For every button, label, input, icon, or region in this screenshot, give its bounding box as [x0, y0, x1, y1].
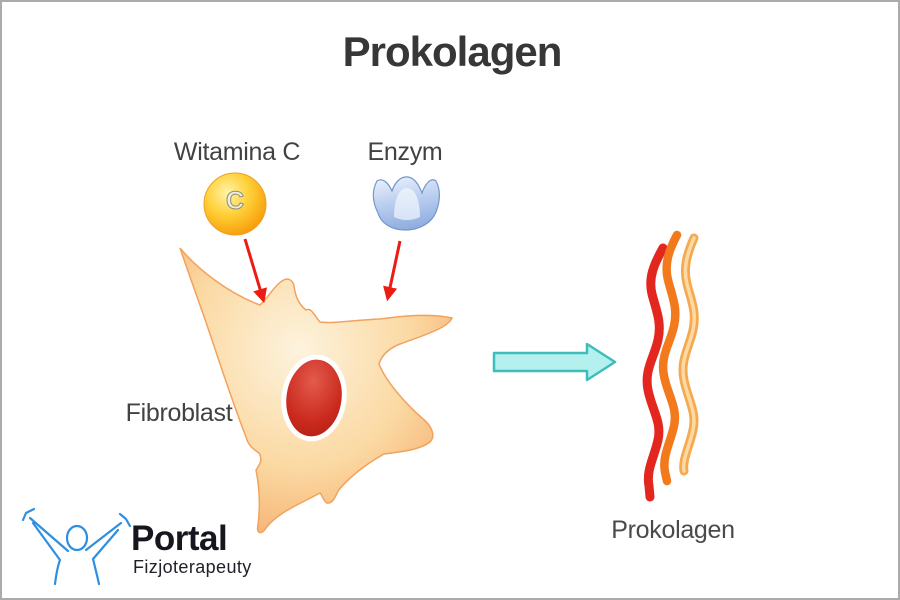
cell-nucleus: [281, 354, 347, 442]
vitamin-c-molecule-icon: [203, 172, 267, 236]
procollagen-strand-red: [642, 243, 668, 502]
page-title: Prokolagen: [342, 28, 563, 75]
logo-figure-icon: [21, 507, 132, 586]
vitamin-c-letter: C: [226, 187, 244, 215]
enzyme-dome: [394, 188, 420, 220]
logo-subtitle: Fizjoterapeuty: [133, 557, 252, 577]
fibroblast-label: Fibroblast: [125, 399, 233, 427]
procollagen-strand-peach-highlight: [681, 236, 697, 473]
prokolagen-label: Prokolagen: [611, 516, 735, 544]
enzym-label: Enzym: [367, 138, 443, 166]
enzyme-arrow: [383, 240, 402, 302]
logo-title: Portal: [131, 519, 228, 558]
vitamin-arrow: [243, 238, 267, 304]
vitamin-c-label: Witamina C: [173, 138, 301, 166]
procollagen-strand-orange: [658, 230, 682, 486]
transformation-arrow: [492, 342, 617, 382]
